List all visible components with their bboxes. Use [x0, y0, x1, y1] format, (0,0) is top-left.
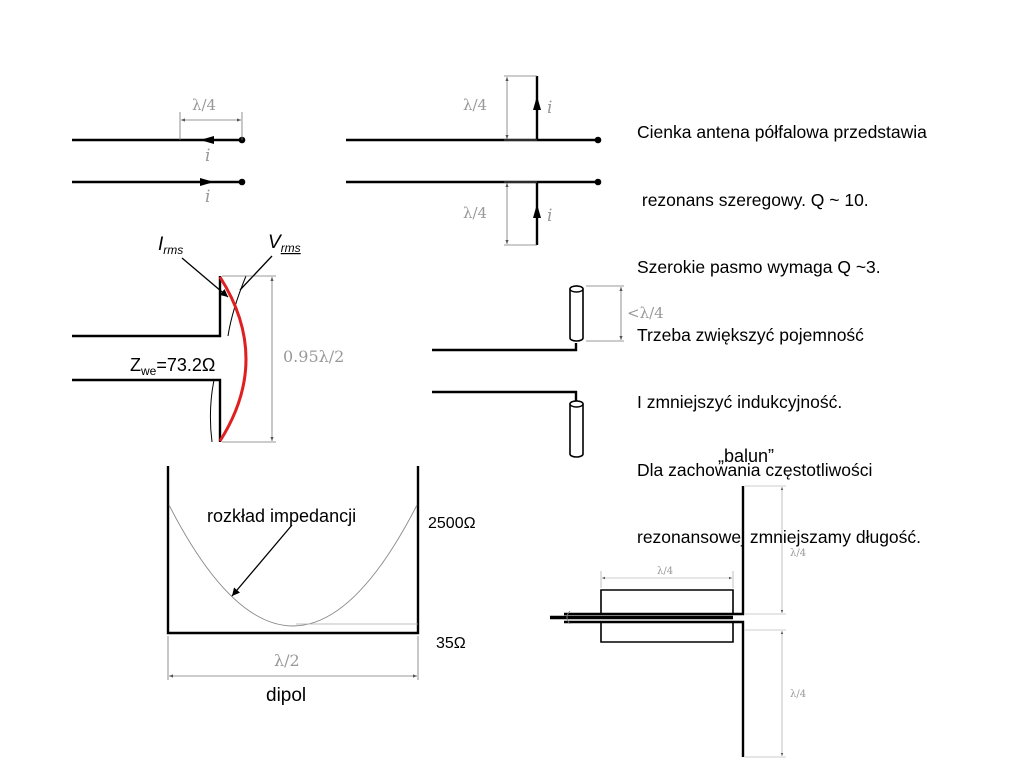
current-arrow-right-icon	[200, 178, 214, 186]
current-pointer-arrow	[181, 257, 229, 298]
voltage-pointer-line	[239, 255, 273, 291]
sleeve-quarter-label: λ/4	[657, 566, 673, 577]
thick-dipole-feed-upper	[432, 343, 578, 352]
feed-line-lower	[72, 378, 222, 442]
current-label-upper: i	[205, 146, 210, 166]
voltage-distribution-curve	[209, 275, 247, 443]
current-distribution-curve	[218, 276, 248, 442]
voltage-rms-label: Vrms	[268, 232, 301, 255]
lower-arm-quarter-label: λ/4	[463, 204, 487, 222]
description-line: rezonansowej zmniejszamy długość.	[637, 527, 922, 547]
cylinder-length-label: <λ/4	[627, 304, 664, 322]
impedance-max-label: 2500Ω	[428, 515, 476, 532]
impedance-plot: rozkład impedancji 2500Ω 35Ω λ/2 dipol	[166, 466, 476, 706]
impedance-curve	[168, 504, 418, 627]
balun-lower-arm	[564, 620, 745, 757]
description-line: Dla zachowania częstotliwości	[637, 459, 873, 480]
upper-arm-quarter-label: λ/4	[463, 96, 487, 114]
impedance-curve-pointer	[231, 524, 293, 597]
impedance-curve-label: rozkład impedancji	[207, 506, 356, 526]
balun-sleeve-top	[600, 589, 734, 614]
lower-cylinder-top	[569, 400, 584, 408]
length-label: 0.95λ/2	[283, 347, 344, 366]
dipole-caption: dipol	[266, 685, 306, 706]
input-impedance-label: Zwe=73.2Ω	[130, 355, 215, 378]
thick-dipole-diagram: <λ/4	[432, 285, 664, 458]
quarter-wave-label: λ/4	[192, 96, 216, 114]
description-line: Szerokie pasmo wymaga Q ~3.	[637, 257, 881, 277]
upper-arm-current-label: i	[547, 98, 552, 118]
balun-upper-arm	[564, 486, 745, 616]
upper-arm-current-arrow-icon	[533, 96, 541, 110]
feed-line-upper	[72, 276, 222, 338]
description-text: Cienka antena półfalowa przedstawia rezo…	[637, 76, 927, 571]
description-line: Cienka antena półfalowa przedstawia	[637, 122, 927, 142]
opened-lower-end-dot	[594, 178, 602, 186]
balun-lower-arm-label: λ/4	[790, 689, 806, 700]
opened-upper-end-dot	[594, 136, 602, 144]
opened-line-diagram: λ/4 λ/4 i i	[346, 75, 602, 246]
balun-coax-break	[566, 610, 571, 625]
transmission-line-diagram: λ/4 i i	[72, 96, 246, 207]
balun-diagram: „balun” λ/4 λ/4 λ/4	[550, 446, 806, 758]
line-lower-end-dot	[238, 178, 246, 186]
upper-cylinder	[569, 285, 584, 342]
impedance-plot-frame	[166, 466, 420, 635]
lower-arm-current-arrow-icon	[533, 204, 541, 218]
lower-arm-current-label: i	[547, 206, 552, 226]
upper-cylinder-top	[569, 285, 584, 293]
current-rms-label: Irms	[158, 234, 183, 257]
description-line: rezonans szeregowy. Q ~ 10.	[637, 189, 869, 210]
lower-cylinder	[569, 400, 584, 458]
half-wave-label: λ/2	[274, 651, 300, 670]
balun-title: „balun”	[718, 446, 774, 466]
description-line: I zmniejszyć indukcyjność.	[637, 392, 843, 412]
thick-dipole-feed-lower	[432, 390, 578, 404]
current-label-lower: i	[205, 187, 210, 207]
dipole-distribution-diagram: 0.95λ/2 Irms Vrms Zwe=73.2Ω	[72, 232, 344, 443]
description-line: Trzeba zwiększyć pojemność	[637, 324, 864, 345]
impedance-min-label: 35Ω	[436, 635, 466, 652]
balun-sleeve-bottom	[600, 622, 734, 643]
current-arrow-left-icon	[200, 136, 214, 144]
balun-upper-arm-label: λ/4	[790, 548, 806, 559]
